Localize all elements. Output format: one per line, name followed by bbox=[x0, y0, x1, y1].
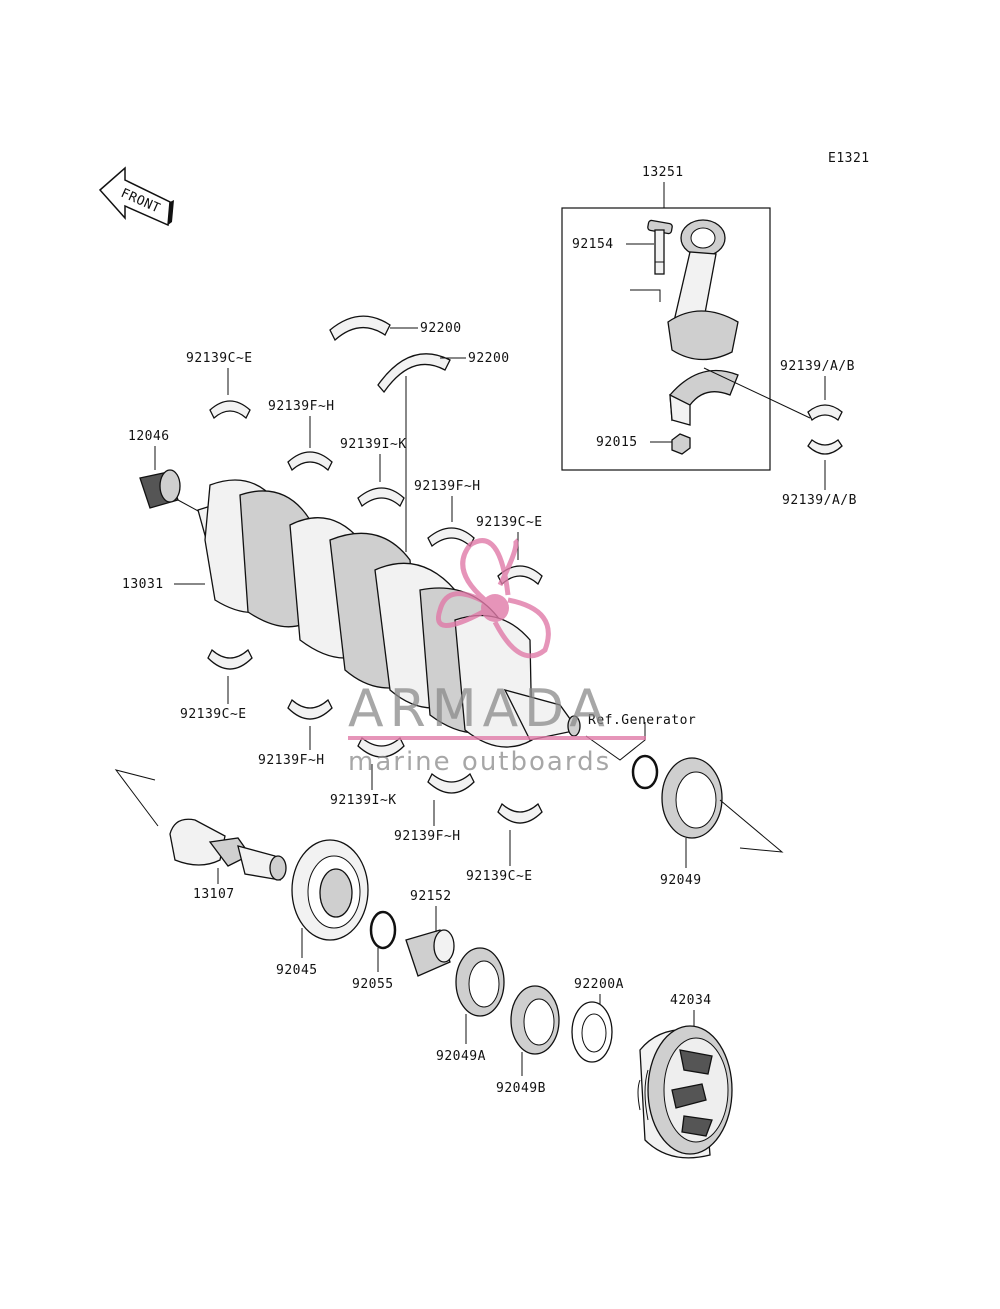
connecting-rod-box bbox=[561, 207, 771, 471]
callout-92055: 92055 bbox=[352, 977, 394, 992]
rod-nut-icon bbox=[671, 433, 691, 455]
callout-12046: 12046 bbox=[128, 429, 170, 444]
callout-92015: 92015 bbox=[596, 435, 638, 450]
callout-92049b: 92049B bbox=[496, 1081, 546, 1096]
callout-92139ab-upper: 92139/A/B bbox=[780, 359, 855, 374]
callout-42034: 42034 bbox=[670, 993, 712, 1008]
o-ring-generator-icon bbox=[631, 754, 659, 790]
main-bearing-upper-4-icon bbox=[427, 527, 475, 548]
callout-92139fh-1: 92139F~H bbox=[268, 399, 335, 414]
callout-13251: 13251 bbox=[642, 165, 684, 180]
callout-92139ce-1: 92139C~E bbox=[186, 351, 253, 366]
callout-92200-a: 92200 bbox=[420, 321, 462, 336]
callout-92200a: 92200A bbox=[574, 977, 624, 992]
armada-logo-icon bbox=[436, 538, 551, 659]
diagram-code: E1321 bbox=[828, 151, 870, 166]
main-bearing-lower-1-icon bbox=[207, 648, 253, 670]
callout-92139ik-1: 92139I~K bbox=[340, 437, 407, 452]
callout-92139ce-3: 92139C~E bbox=[180, 707, 247, 722]
callout-92139ab-lower: 92139/A/B bbox=[782, 493, 857, 508]
main-bearing-upper-2-icon bbox=[287, 451, 333, 472]
main-bearing-lower-4-icon bbox=[427, 772, 475, 794]
oil-seal-92049a-icon bbox=[455, 947, 505, 1017]
callout-92200-b: 92200 bbox=[468, 351, 510, 366]
callout-92139fh-3: 92139F~H bbox=[258, 753, 325, 768]
watermark-tagline: marine outboards bbox=[348, 747, 611, 777]
main-bearing-upper-1-icon bbox=[209, 400, 251, 420]
coupling-42034-icon bbox=[637, 1025, 733, 1159]
o-ring-92055-icon bbox=[369, 910, 397, 950]
ball-bearing-icon bbox=[291, 839, 369, 941]
thrust-washer-b-icon bbox=[377, 353, 451, 394]
rod-bolt-icon bbox=[647, 219, 673, 275]
callout-92139ik-2: 92139I~K bbox=[330, 793, 397, 808]
front-arrow-icon: FRONT bbox=[98, 166, 174, 227]
watermark-brand: ARMADA bbox=[348, 679, 611, 739]
crank-sprocket-icon bbox=[139, 469, 181, 509]
oil-seal-92049-icon bbox=[661, 757, 723, 839]
callout-92045: 92045 bbox=[276, 963, 318, 978]
main-bearing-lower-5-icon bbox=[497, 802, 543, 824]
callout-92139fh-2: 92139F~H bbox=[414, 479, 481, 494]
callout-92049: 92049 bbox=[660, 873, 702, 888]
callout-92049a: 92049A bbox=[436, 1049, 486, 1064]
callout-13031: 13031 bbox=[122, 577, 164, 592]
callout-92152: 92152 bbox=[410, 889, 452, 904]
crankshaft-icon bbox=[197, 479, 581, 748]
callout-92154: 92154 bbox=[572, 237, 614, 252]
callout-92139ce-4: 92139C~E bbox=[466, 869, 533, 884]
thrust-washer-a-icon bbox=[329, 315, 391, 342]
connecting-rod-assembly: 13251 92154 92015 bbox=[561, 165, 811, 471]
callout-92139fh-4: 92139F~H bbox=[394, 829, 461, 844]
callout-92139ce-2: 92139C~E bbox=[476, 515, 543, 530]
rod-cap-icon bbox=[669, 369, 739, 426]
collar-icon bbox=[405, 929, 455, 977]
callout-13107: 13107 bbox=[193, 887, 235, 902]
connecting-rod-icon bbox=[630, 219, 739, 361]
main-bearing-upper-3-icon bbox=[357, 487, 405, 508]
rod-bearing-lower-icon bbox=[807, 439, 843, 455]
watermark: ARMADA marine outboards bbox=[348, 538, 646, 777]
main-bearing-lower-2-icon bbox=[287, 698, 333, 720]
output-shaft-icon bbox=[114, 769, 287, 881]
rod-bearing-upper-icon bbox=[807, 404, 843, 421]
oil-seal-92049b-icon bbox=[510, 985, 560, 1055]
washer-92200a-icon bbox=[571, 1001, 613, 1063]
ref-generator-label: Ref.Generator bbox=[588, 713, 696, 728]
